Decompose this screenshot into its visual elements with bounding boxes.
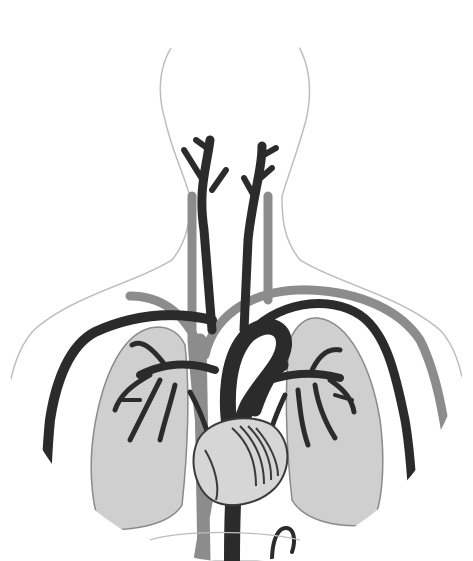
left-carotid-branch-2 <box>184 150 204 182</box>
heart-body <box>194 418 288 505</box>
left-lung <box>91 327 188 530</box>
heart <box>194 418 288 505</box>
left-carotid-branch-3 <box>212 170 226 190</box>
left-carotid-artery <box>202 140 212 330</box>
lower-hook-vessel <box>272 528 294 561</box>
pulmonary-trunk <box>255 365 282 410</box>
illustration-content <box>0 12 472 561</box>
